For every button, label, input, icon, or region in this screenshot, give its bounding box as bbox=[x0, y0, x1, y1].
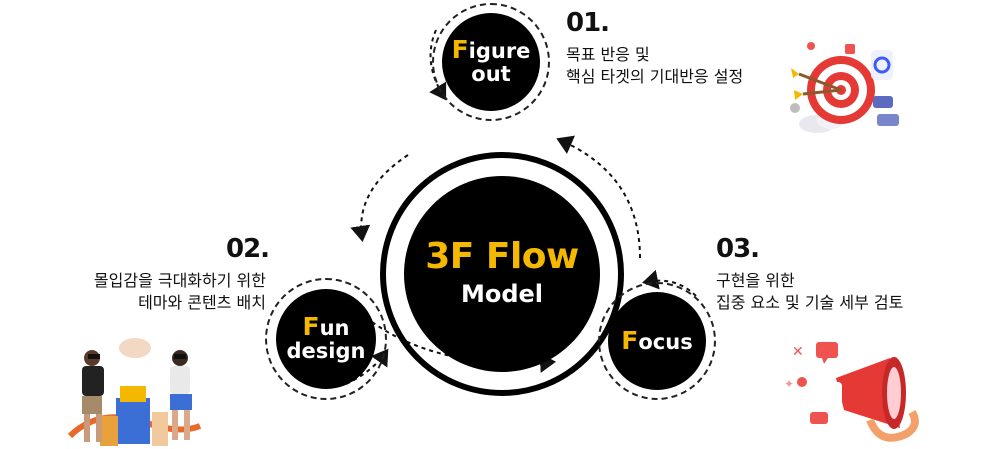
arc-focus-to-figure bbox=[556, 135, 641, 259]
focus-circle: Focus bbox=[608, 292, 706, 390]
figure-out-line1: Figure bbox=[451, 35, 531, 64]
figure-out-ring bbox=[432, 3, 550, 121]
step-01-number: 01. bbox=[566, 8, 610, 38]
step-03-description: 구현을 위한 집중 요소 및 기술 세부 검토 bbox=[716, 270, 903, 314]
fun-design-ring bbox=[265, 278, 387, 400]
orbit-arrow-figure bbox=[429, 29, 447, 101]
fun-design-circle: Fun design bbox=[276, 289, 376, 389]
fun-design-initial: F bbox=[302, 312, 320, 341]
step-01-desc-line1: 목표 반응 및 bbox=[566, 45, 650, 64]
step-02-description: 몰입감을 극대화하기 위한 테마와 콘텐츠 배치 bbox=[20, 270, 266, 314]
step-01-description: 목표 반응 및 핵심 타겟의 기대반응 설정 bbox=[566, 44, 743, 88]
main-model-circle: 3F Flow Model bbox=[404, 176, 600, 372]
focus-rest: ocus bbox=[638, 329, 693, 354]
figure-out-rest: igure bbox=[468, 39, 531, 63]
orbit-arrow-focus bbox=[642, 269, 697, 297]
step-02-desc-line2: 테마와 콘텐츠 배치 bbox=[138, 293, 266, 312]
svg-text:✕: ✕ bbox=[792, 344, 804, 360]
figure-out-line2: out bbox=[471, 62, 511, 86]
fun-design-rest: un bbox=[319, 316, 350, 340]
step-02-number: 02. bbox=[226, 234, 270, 264]
vr-users-illustration bbox=[67, 338, 202, 446]
step-01-desc-line2: 핵심 타겟의 기대반응 설정 bbox=[566, 67, 744, 86]
main-title-line2: Model bbox=[460, 280, 544, 308]
main-title-line1: 3F Flow bbox=[425, 236, 579, 277]
main-outer-ring bbox=[380, 152, 624, 396]
figure-out-circle: Figure out bbox=[442, 13, 540, 111]
fun-design-line1: Fun bbox=[302, 312, 350, 341]
focus-initial: F bbox=[621, 325, 639, 355]
step-03-desc-line2: 집중 요소 및 기술 세부 검토 bbox=[716, 293, 904, 312]
megaphone-illustration: ✕ ✦ bbox=[784, 342, 919, 442]
step-02-desc-line1: 몰입감을 극대화하기 위한 bbox=[93, 271, 266, 290]
focus-line1: Focus bbox=[621, 325, 693, 355]
fun-design-line2: design bbox=[286, 339, 366, 363]
step-03-number: 03. bbox=[716, 234, 760, 264]
step-03-desc-line1: 구현을 위한 bbox=[716, 271, 795, 290]
arc-figure-to-fun bbox=[350, 154, 409, 242]
focus-ring bbox=[598, 282, 716, 400]
target-dart-illustration bbox=[790, 42, 899, 133]
figure-out-initial: F bbox=[451, 35, 469, 64]
svg-text:✦: ✦ bbox=[784, 377, 794, 391]
